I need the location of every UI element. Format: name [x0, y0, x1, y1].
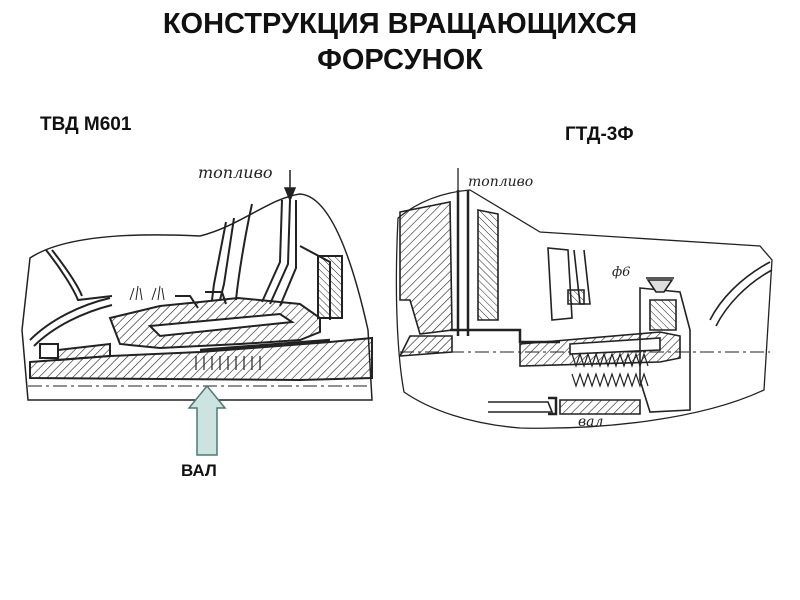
left-fuel-label: топливо [198, 163, 273, 182]
right-shaft-label: вал [578, 414, 603, 430]
left-drawing-m601 [21, 193, 373, 401]
spring-coils [571, 352, 649, 368]
shaft-arrow-label: ВАЛ [181, 461, 217, 480]
right-fuel-label: топливо [468, 174, 533, 190]
right-dimension-label: ф6 [612, 265, 630, 280]
right-housing [399, 201, 453, 335]
left-fuel-arrow [283, 170, 297, 202]
shaft-arrow [187, 384, 227, 456]
left-shaft-band [29, 336, 373, 382]
left-liner [45, 249, 113, 302]
fuel-pipe [456, 190, 470, 336]
right-drawing-gtd3f [395, 189, 773, 429]
fuel-feed-channel [261, 199, 283, 303]
left-liner-lower [29, 297, 111, 341]
left-figure-label: ТВД М601 [40, 114, 132, 135]
title-line-1: КОНСТРУКЦИЯ ВРАЩАЮЩИХСЯ [162, 8, 638, 40]
title-line-2: ФОРСУНОК [317, 44, 483, 76]
right-figure-label: ГТД-3Ф [565, 124, 634, 145]
left-outline [21, 193, 373, 401]
right-outline [395, 189, 773, 429]
slide-title: КОНСТРУКЦИЯ ВРАЩАЮЩИХСЯ ФОРСУНОК [0, 6, 800, 78]
